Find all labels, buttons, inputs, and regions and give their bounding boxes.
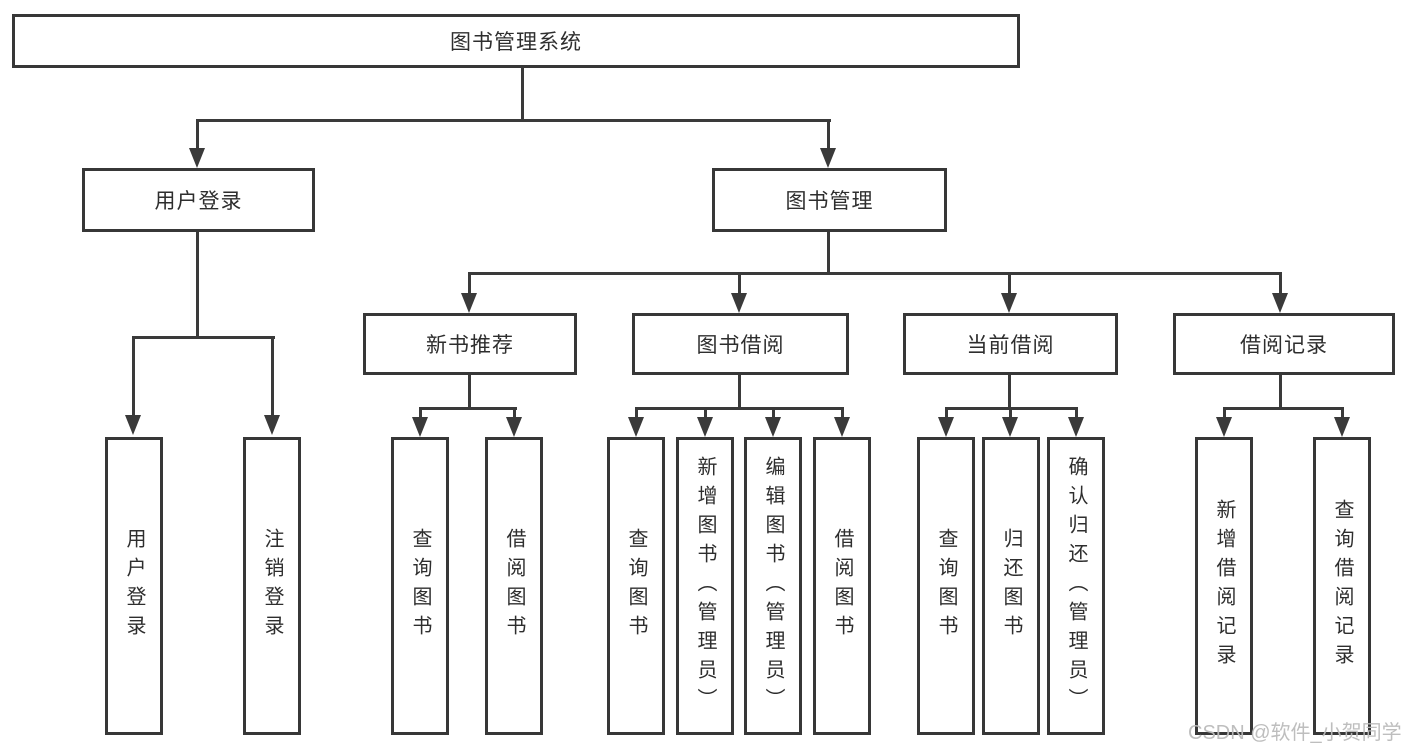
connector-book-mgmt-drop-1 — [468, 272, 471, 295]
leaf-label: 查询图书 — [625, 528, 647, 644]
connector-records-drop-1 — [1223, 407, 1226, 420]
arrow-down-icon — [461, 293, 477, 313]
leaf-borrow-books-1: 借阅图书 — [485, 437, 543, 735]
arrow-down-icon — [1002, 417, 1018, 437]
leaf-label: 确认归还（管理员） — [1065, 455, 1087, 717]
arrow-down-icon — [628, 417, 644, 437]
leaf-query-books-1: 查询图书 — [391, 437, 449, 735]
connector-user-login-stem — [196, 232, 199, 338]
connector-new-book-stem — [468, 375, 471, 410]
connector-new-book-drop-1 — [419, 407, 422, 420]
node-book-borrowing: 图书借阅 — [632, 313, 849, 375]
arrow-down-icon — [506, 417, 522, 437]
leaf-label: 借阅图书 — [503, 528, 525, 644]
leaf-label: 查询图书 — [935, 528, 957, 644]
connector-records-stem — [1279, 375, 1282, 410]
arrow-down-icon — [1216, 417, 1232, 437]
arrow-down-icon — [189, 148, 205, 168]
arrow-down-icon — [938, 417, 954, 437]
connector-book-mgmt-drop-3 — [1008, 272, 1011, 295]
leaf-confirm-return-admin: 确认归还（管理员） — [1047, 437, 1105, 735]
node-label: 新书推荐 — [426, 334, 514, 357]
connector-new-book-crossbar — [419, 407, 517, 410]
connector-root-drop-left — [196, 119, 199, 150]
node-user-login: 用户登录 — [82, 168, 315, 232]
leaf-label: 新增借阅记录 — [1213, 499, 1235, 673]
leaf-label: 归还图书 — [1000, 528, 1022, 644]
arrow-down-icon — [1068, 417, 1084, 437]
connector-borrowing-drop-2 — [704, 407, 707, 420]
connector-root-drop-right — [827, 119, 830, 150]
connector-user-login-crossbar — [133, 336, 275, 339]
node-label: 图书借阅 — [696, 334, 785, 357]
leaf-borrow-books-2: 借阅图书 — [813, 437, 871, 735]
leaf-logout: 注销登录 — [243, 437, 301, 735]
leaf-label: 注销登录 — [261, 528, 283, 644]
connector-user-login-drop-2 — [271, 336, 274, 417]
arrow-down-icon — [820, 148, 836, 168]
connector-root-crossbar — [197, 119, 831, 122]
leaf-label: 用户登录 — [123, 528, 145, 644]
node-label: 借阅记录 — [1240, 334, 1328, 357]
leaf-query-borrow-record: 查询借阅记录 — [1313, 437, 1371, 735]
node-borrowing-records: 借阅记录 — [1173, 313, 1395, 375]
arrow-down-icon — [264, 415, 280, 435]
arrow-down-icon — [1001, 293, 1017, 313]
leaf-query-books-2: 查询图书 — [607, 437, 665, 735]
leaf-user-login: 用户登录 — [105, 437, 163, 735]
leaf-label: 编辑图书（管理员） — [762, 455, 784, 717]
leaf-add-book-admin: 新增图书（管理员） — [676, 437, 734, 735]
node-label: 图书管理 — [785, 190, 874, 213]
connector-borrowing-crossbar — [635, 407, 844, 410]
leaf-label: 查询图书 — [409, 528, 431, 644]
node-library-management-system: 图书管理系统 — [12, 14, 1020, 68]
arrow-down-icon — [412, 417, 428, 437]
connector-borrowing-drop-3 — [772, 407, 775, 420]
connector-records-drop-2 — [1341, 407, 1344, 420]
connector-borrowing-drop-1 — [635, 407, 638, 420]
node-label: 用户登录 — [154, 190, 243, 213]
leaf-add-borrow-record: 新增借阅记录 — [1195, 437, 1253, 735]
leaf-label: 借阅图书 — [831, 528, 853, 644]
node-new-book-recommend: 新书推荐 — [363, 313, 577, 375]
connector-current-drop-3 — [1075, 407, 1078, 420]
connector-current-drop-2 — [1009, 407, 1012, 420]
leaf-label: 新增图书（管理员） — [694, 455, 716, 717]
node-book-management: 图书管理 — [712, 168, 947, 232]
connector-book-mgmt-drop-4 — [1279, 272, 1282, 295]
arrow-down-icon — [697, 417, 713, 437]
connector-records-crossbar — [1223, 407, 1344, 410]
connector-book-mgmt-stem — [827, 232, 830, 274]
connector-book-mgmt-drop-2 — [738, 272, 741, 295]
arrow-down-icon — [1272, 293, 1288, 313]
arrow-down-icon — [125, 415, 141, 435]
arrow-down-icon — [834, 417, 850, 437]
node-current-borrowing: 当前借阅 — [903, 313, 1118, 375]
connector-borrowing-drop-4 — [841, 407, 844, 420]
leaf-label: 查询借阅记录 — [1331, 499, 1353, 673]
leaf-query-books-3: 查询图书 — [917, 437, 975, 735]
node-label: 图书管理系统 — [450, 31, 582, 54]
connector-root-stem — [521, 67, 524, 121]
connector-new-book-drop-2 — [513, 407, 516, 420]
leaf-edit-book-admin: 编辑图书（管理员） — [744, 437, 802, 735]
leaf-return-book: 归还图书 — [982, 437, 1040, 735]
arrow-down-icon — [765, 417, 781, 437]
connector-borrowing-stem — [738, 375, 741, 410]
arrow-down-icon — [1334, 417, 1350, 437]
connector-current-drop-1 — [945, 407, 948, 420]
node-label: 当前借阅 — [966, 334, 1055, 357]
connector-current-stem — [1008, 375, 1011, 410]
connector-book-mgmt-crossbar — [469, 272, 1282, 275]
csdn-watermark: CSDN @软件_小贺同学 — [1188, 722, 1402, 744]
connector-user-login-drop-1 — [132, 336, 135, 417]
arrow-down-icon — [731, 293, 747, 313]
